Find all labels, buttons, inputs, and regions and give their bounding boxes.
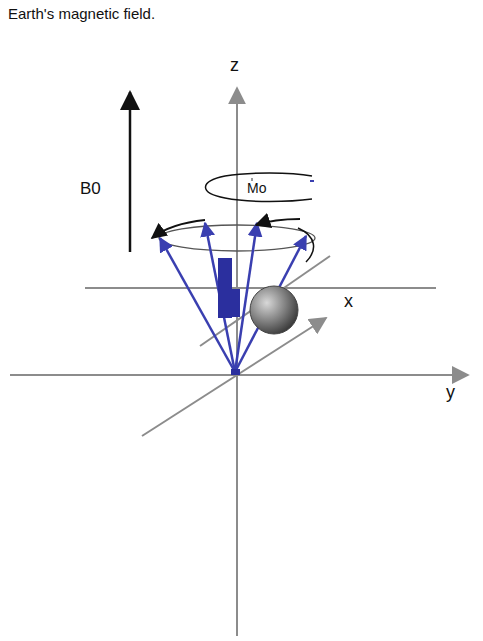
apex-square [231,369,240,375]
rotation-arc [298,228,314,262]
diagram-title: Earth's magnetic field. [8,6,155,23]
x-axis [142,318,326,436]
spin-vectors [160,223,306,372]
axis-label: y [446,383,455,403]
diagonal-line [200,256,330,346]
magnetization-label: Mo [246,181,267,196]
axis-label: x [344,292,353,312]
axis-label: z [230,56,239,76]
field-label: B0 [80,180,101,199]
field-arrow [129,92,132,252]
rotation-arrow [256,219,300,225]
blue-bar [218,258,232,318]
tick [310,180,314,182]
blue-bar [231,289,240,317]
cone-ellipse [159,225,315,251]
plane-line [85,287,436,289]
precession-ellipse [205,173,312,202]
nucleus-sphere [250,286,298,334]
rotation-arrow [152,220,205,238]
